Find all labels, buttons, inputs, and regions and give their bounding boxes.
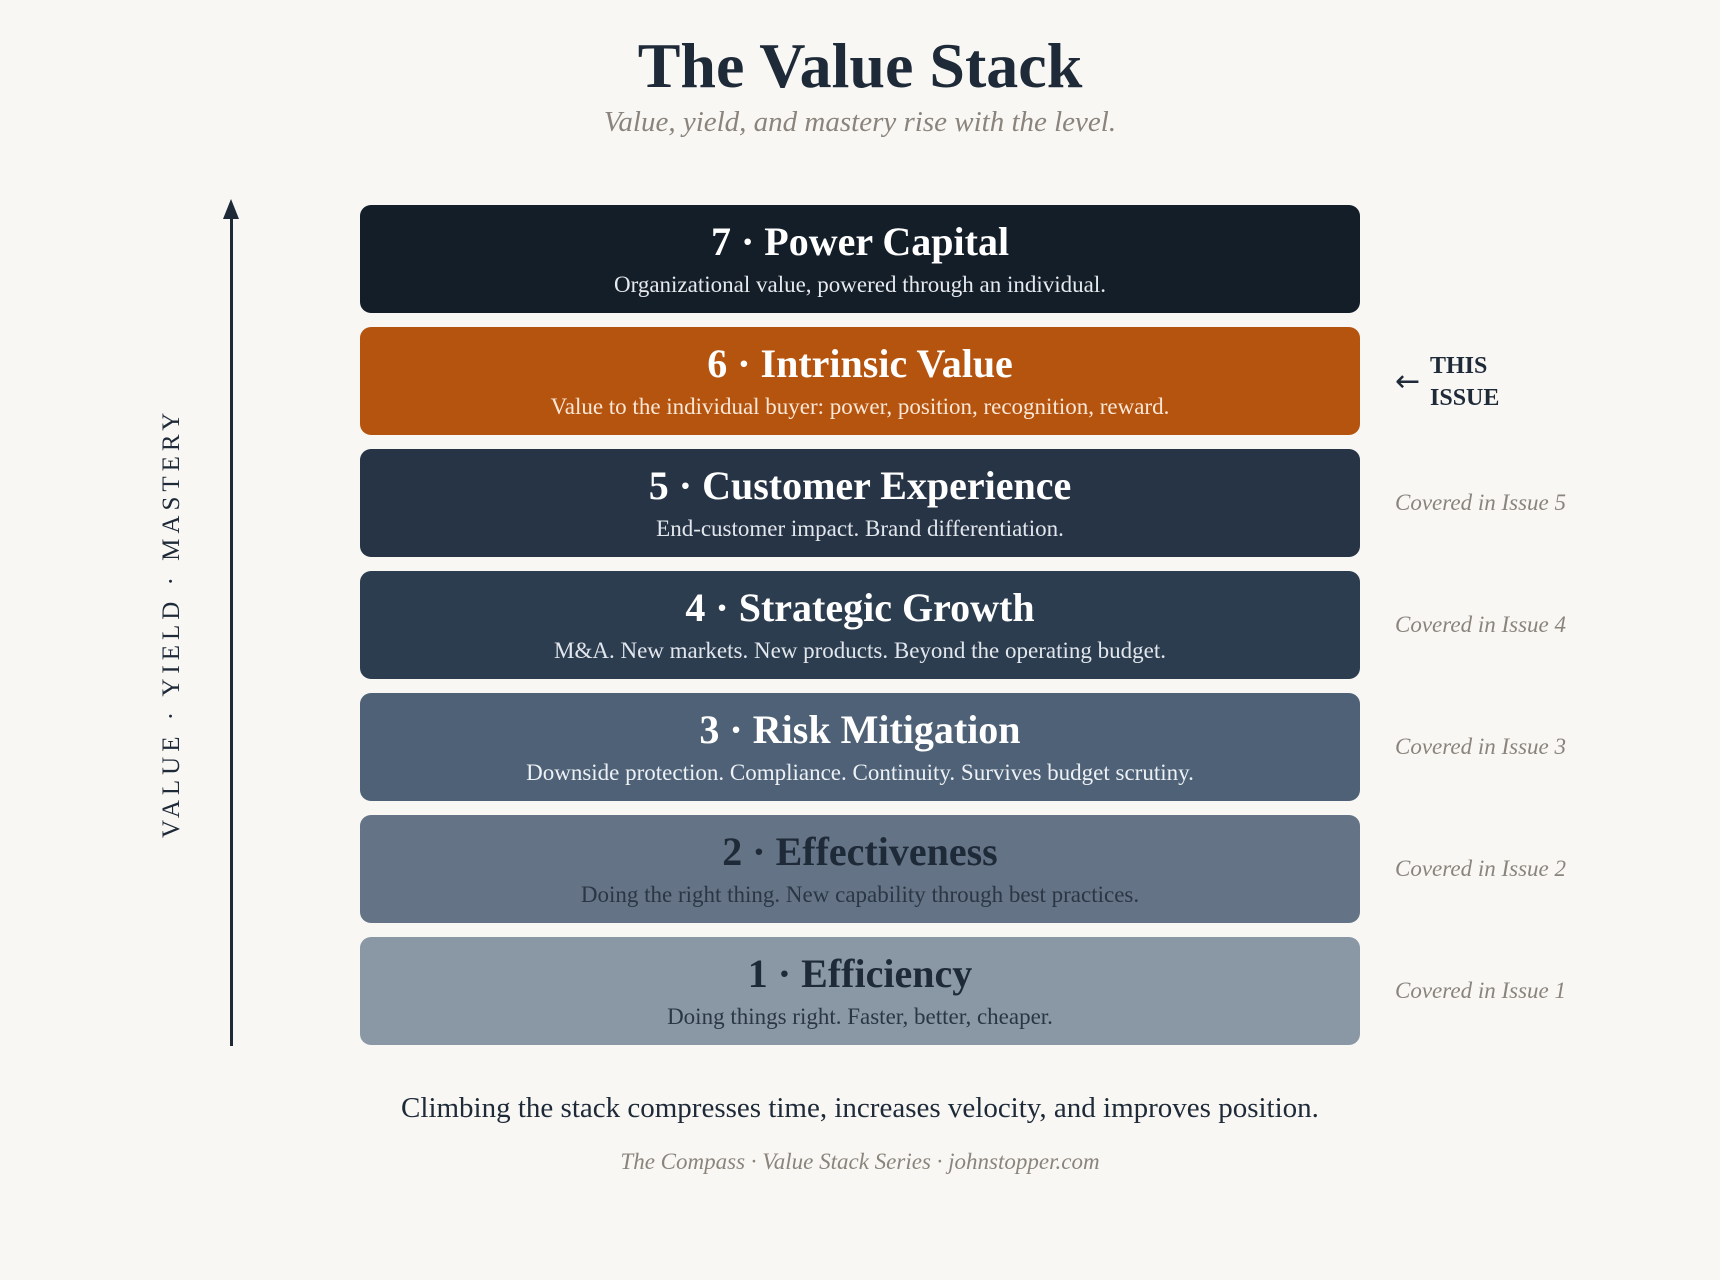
page-title: The Value Stack bbox=[637, 30, 1083, 101]
issue-note-5: Covered in Issue 5 bbox=[1395, 490, 1566, 515]
level-title: 6 · Intrinsic Value bbox=[707, 341, 1013, 386]
page-subtitle: Value, yield, and mastery rise with the … bbox=[603, 106, 1117, 138]
stack-level-4: 4 · Strategic Growth M&A. New markets. N… bbox=[360, 571, 1360, 679]
stack-level-3: 3 · Risk Mitigation Downside protection.… bbox=[360, 693, 1360, 801]
issue-note-4: Covered in Issue 4 bbox=[1395, 612, 1566, 637]
level-title: 4 · Strategic Growth bbox=[685, 585, 1035, 630]
level-title: 5 · Customer Experience bbox=[648, 463, 1072, 508]
stack-level-7: 7 · Power Capital Organizational value, … bbox=[360, 205, 1360, 313]
level-title: 1 · Efficiency bbox=[747, 951, 973, 996]
stack-level-6: 6 · Intrinsic Value Value to the individ… bbox=[360, 327, 1360, 435]
level-description: Doing the right thing. New capability th… bbox=[580, 882, 1140, 907]
vertical-axis-line bbox=[230, 212, 233, 1046]
level-description: Doing things right. Faster, better, chea… bbox=[667, 1004, 1053, 1029]
level-description: Downside protection. Compliance. Continu… bbox=[526, 760, 1194, 785]
tagline: Climbing the stack compresses time, incr… bbox=[401, 1092, 1319, 1124]
level-description: End-customer impact. Brand differentiati… bbox=[656, 516, 1064, 541]
issue-note-2: Covered in Issue 2 bbox=[1395, 856, 1566, 881]
level-description: M&A. New markets. New products. Beyond t… bbox=[554, 638, 1166, 663]
stack-level-1: 1 · Efficiency Doing things right. Faste… bbox=[360, 937, 1360, 1045]
arrow-left-icon: ← bbox=[1395, 364, 1421, 399]
issue-note-1: Covered in Issue 1 bbox=[1395, 978, 1566, 1003]
this-issue-label: THIS ISSUE bbox=[1430, 353, 1500, 411]
issue-note-3: Covered in Issue 3 bbox=[1395, 734, 1566, 759]
stack-level-5: 5 · Customer Experience End-customer imp… bbox=[360, 449, 1360, 557]
arrow-up-icon bbox=[223, 199, 239, 219]
axis-label: VALUE · YIELD · MASTERY bbox=[158, 407, 185, 838]
level-title: 2 · Effectiveness bbox=[722, 829, 998, 874]
stack-level-2: 2 · Effectiveness Doing the right thing.… bbox=[360, 815, 1360, 923]
level-description: Organizational value, powered through an… bbox=[613, 272, 1107, 297]
level-title: 7 · Power Capital bbox=[710, 219, 1010, 264]
level-description: Value to the individual buyer: power, po… bbox=[550, 394, 1170, 419]
footer-credit: The Compass · Value Stack Series · johns… bbox=[620, 1149, 1100, 1174]
level-title: 3 · Risk Mitigation bbox=[699, 707, 1021, 752]
value-stack: 7 · Power Capital Organizational value, … bbox=[360, 205, 1360, 1059]
